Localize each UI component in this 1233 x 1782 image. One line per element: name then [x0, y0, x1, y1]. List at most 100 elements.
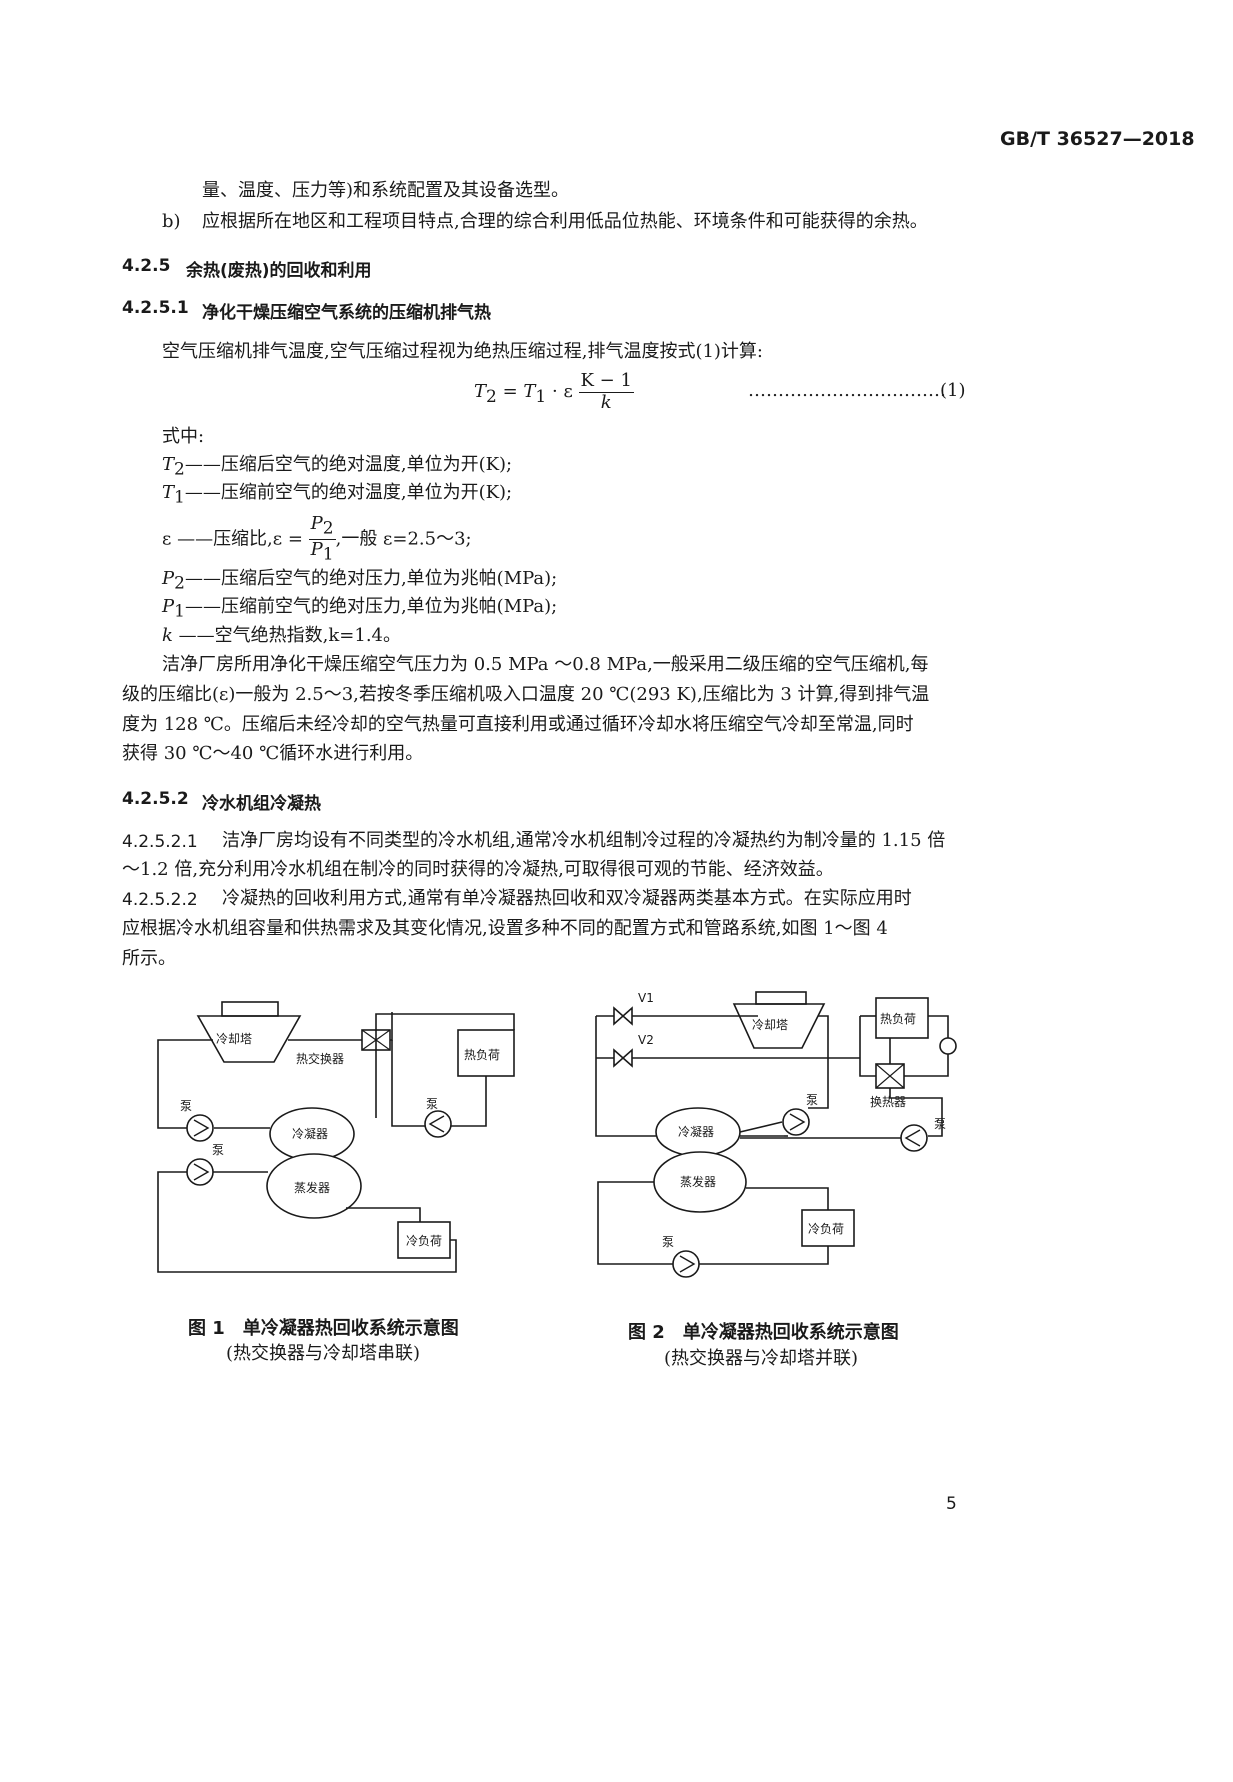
symbol-epsilon: ε [162, 528, 172, 550]
fig2-evaporator-label: 蒸发器 [680, 1174, 716, 1189]
figure-2-subcaption: (热交换器与冷却塔并联) [664, 1348, 859, 1369]
figure-1-caption: 图 1 单冷凝器热回收系统示意图 [188, 1318, 459, 1339]
section-title-4-2-5: 余热(废热)的回收和利用 [186, 261, 372, 281]
paragraph-line: 级的压缩比(ε)一般为 2.5～3,若按冬季压缩机吸入口温度 20 ℃(293 … [122, 684, 930, 705]
paragraph-line: 应根据冷水机组容量和供热需求及其变化情况,设置多种不同的配置方式和管路系统,如图… [122, 918, 888, 939]
where-item-k: k ——空气绝热指数,k=1.4。 [162, 627, 401, 645]
paragraph-line: 冷凝热的回收利用方式,通常有单冷凝器热回收和双冷凝器两类基本方式。在实际应用时 [222, 888, 912, 909]
page-number: 5 [946, 1494, 957, 1514]
list-item-b: 应根据所在地区和工程项目特点,合理的综合利用低品位热能、环境条件和可能获得的余热… [202, 211, 928, 232]
cooling-tower-icon [196, 1015, 302, 1063]
section-number-4-2-5-2-2: 4.2.5.2.2 [122, 890, 198, 910]
figure-1-diagram: 冷却塔 热交换器 热负荷 泵 泵 泵 冷凝器 蒸发器 冷负荷 [157, 1001, 515, 1273]
section-number-4-2-5: 4.2.5 [122, 256, 171, 276]
paragraph-line: 洁净厂房均设有不同类型的冷水机组,通常冷水机组制冷过程的冷凝热约为制冷量的 1.… [222, 830, 946, 851]
fig2-v2-label: V2 [638, 1033, 654, 1047]
symbol-t1-sub: 1 [174, 487, 185, 508]
paragraph-line: ～1.2 倍,充分利用冷水机组在制冷的同时获得的冷凝热,可取得很可观的节能、经济… [122, 859, 834, 880]
formula-exponent: K − 1 k [578, 370, 634, 413]
formula-equals: = [502, 381, 518, 403]
where-item-p2: P2——压缩后空气的绝对压力,单位为兆帕(MPa); [162, 570, 557, 593]
fig2-v1-label: V1 [638, 991, 654, 1005]
symbol-p2-sub: 2 [174, 573, 185, 594]
formula-t1-sub: 1 [535, 386, 547, 407]
cooling-tower-fan-icon [755, 991, 807, 1005]
fig1-pump-label: 泵 [212, 1143, 224, 1157]
frac-p1-sub: 1 [322, 544, 334, 565]
paragraph-compression: 空气压缩机排气温度,空气压缩过程视为绝热压缩过程,排气温度按式(1)计算: [162, 341, 764, 362]
figure-2-caption: 图 2 单冷凝器热回收系统示意图 [628, 1322, 899, 1343]
section-number-4-2-5-2: 4.2.5.2 [122, 789, 189, 809]
section-number-4-2-5-1: 4.2.5.1 [122, 298, 189, 318]
paragraph-line: 获得 30 ℃～40 ℃循环水进行利用。 [122, 743, 424, 764]
where-item-epsilon: ε ——压缩比,ε = P2 P1 ,一般 ε=2.5～3; [162, 513, 472, 565]
fig2-condenser-label: 冷凝器 [678, 1124, 714, 1139]
formula-dot: · [551, 381, 558, 403]
fig1-evaporator-label: 蒸发器 [294, 1180, 330, 1195]
desc-epsilon-tail: ,一般 ε=2.5～3; [335, 528, 472, 550]
formula-t1: T [523, 381, 536, 403]
section-number-4-2-5-2-1: 4.2.5.2.1 [122, 832, 198, 852]
cool-load-box [801, 1209, 855, 1247]
pump-icon [782, 1108, 810, 1136]
heat-load-box [875, 997, 929, 1039]
where-label: 式中: [162, 426, 205, 447]
fig1-pump-label: 泵 [180, 1099, 192, 1113]
pump-icon [424, 1110, 452, 1138]
formula-1: T2 = T1 · ε K − 1 k [474, 370, 634, 413]
epsilon-fraction: P2 P1 [308, 513, 336, 565]
symbol-p1: P [162, 596, 175, 617]
intro-line: 量、温度、压力等)和系统配置及其设备选型。 [202, 180, 570, 201]
valve-v1-icon [613, 1006, 633, 1026]
frac-p2-sub: 2 [322, 518, 334, 539]
fig2-hx-label: 换热器 [870, 1095, 906, 1109]
desc-t2: ——压缩后空气的绝对温度,单位为开(K); [184, 454, 513, 475]
cool-load-box [397, 1221, 451, 1259]
fig2-pump-label: 泵 [934, 1117, 946, 1131]
desc-epsilon: ——压缩比,ε = [177, 528, 303, 550]
fig1-cool-load-label: 冷负荷 [406, 1234, 442, 1248]
cooling-tower-icon [732, 1003, 826, 1049]
formula-leader-dots: …………………………… [748, 380, 946, 401]
fig2-heat-load-label: 热负荷 [880, 1012, 916, 1026]
symbol-p1-sub: 1 [174, 601, 185, 622]
formula-exponent-den: k [600, 391, 612, 413]
paragraph-line: 所示。 [122, 948, 176, 969]
formula-t2-sub: 2 [486, 386, 497, 407]
desc-p1: ——压缩前空气的绝对压力,单位为兆帕(MPa); [184, 596, 558, 617]
cooling-tower-fan-icon [221, 1001, 279, 1017]
evaporator-icon [266, 1153, 362, 1219]
desc-t1: ——压缩前空气的绝对温度,单位为开(K); [184, 482, 513, 503]
formula-number: (1) [940, 380, 966, 401]
symbol-t2: T [162, 454, 175, 475]
formula-t2: T [474, 381, 487, 403]
valve-v2-icon [613, 1048, 633, 1068]
fig2-pump-label: 泵 [806, 1093, 818, 1107]
paragraph-line: 洁净厂房所用净化干燥压缩空气压力为 0.5 MPa ～0.8 MPa,一般采用二… [162, 654, 929, 675]
figure-1-subcaption: (热交换器与冷却塔串联) [226, 1343, 421, 1364]
section-title-4-2-5-2: 冷水机组冷凝热 [202, 794, 321, 814]
heat-exchanger-icon [361, 1029, 391, 1051]
where-item-t1: T1——压缩前空气的绝对温度,单位为开(K); [162, 484, 512, 507]
desc-k: ——空气绝热指数,k=1.4。 [178, 625, 401, 646]
pump-icon [939, 1037, 957, 1055]
where-item-p1: P1——压缩前空气的绝对压力,单位为兆帕(MPa); [162, 598, 557, 621]
section-title-4-2-5-1: 净化干燥压缩空气系统的压缩机排气热 [202, 303, 491, 323]
figure-2-diagram: V1 V2 冷却塔 热负荷 换热器 泵 泵 泵 冷凝器 蒸发器 冷负荷 [595, 991, 957, 1278]
symbol-k: k [162, 625, 173, 646]
symbol-t2-sub: 2 [174, 459, 185, 480]
where-item-t2: T2——压缩后空气的绝对温度,单位为开(K); [162, 456, 512, 479]
symbol-p2: P [162, 568, 175, 589]
desc-p2: ——压缩后空气的绝对压力,单位为兆帕(MPa); [184, 568, 558, 589]
standard-number: GB/T 36527—2018 [1000, 128, 1195, 150]
fig2-pump-label: 泵 [662, 1235, 674, 1249]
list-label-b: b) [162, 211, 181, 232]
frac-p1: P [310, 539, 323, 561]
fig1-hx-label: 热交换器 [296, 1051, 344, 1066]
formula-epsilon: ε [563, 381, 573, 403]
fig2-cool-load-label: 冷负荷 [808, 1222, 844, 1236]
fig1-heat-load-label: 热负荷 [464, 1048, 500, 1062]
formula-exponent-num: K − 1 [578, 370, 634, 393]
fig1-condenser-label: 冷凝器 [292, 1126, 328, 1141]
symbol-t1: T [162, 482, 175, 503]
